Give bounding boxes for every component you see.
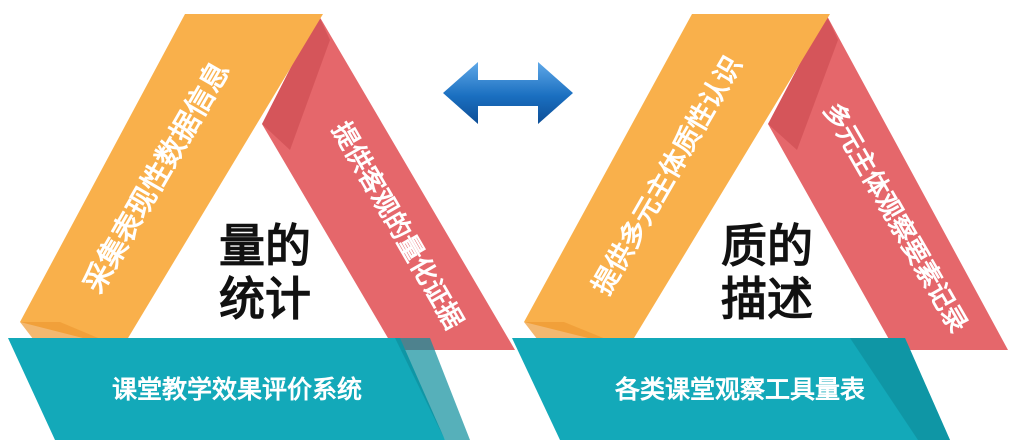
left-triangle-right-band (262, 14, 515, 350)
left-triangle-center-line2: 统计 (219, 272, 311, 326)
left-triangle-bottom-band-shade (395, 338, 470, 440)
right-triangle-right-band-shade (768, 14, 838, 150)
right-triangle-center-line2: 描述 (721, 272, 813, 326)
right-triangle-left-band (524, 14, 830, 348)
left-triangle-bottom-band (8, 338, 445, 440)
left-triangle-center-line1: 量的 (219, 219, 311, 273)
left-triangle-left-band (20, 14, 323, 348)
left-triangle: 采集表现性数据信息 提供客观的量化证据 课堂教学效果评价系统 量的 统计 (8, 14, 515, 440)
right-triangle-bottom-band (512, 338, 950, 440)
left-triangle-bottom-band-label: 课堂教学效果评价系统 (112, 375, 362, 404)
right-triangle-right-band (768, 14, 1008, 350)
right-triangle: 提供多元主体质性认识 多元主体观察要素记录 各类课堂观察工具量表 质的 描述 (512, 14, 1008, 440)
right-triangle-bottom-band-shade (850, 338, 950, 440)
left-triangle-right-band-shade (262, 14, 330, 150)
double-arrow-icon (443, 62, 573, 124)
right-triangle-bottom-band-label: 各类课堂观察工具量表 (614, 375, 866, 404)
right-triangle-center-line1: 质的 (721, 219, 813, 273)
